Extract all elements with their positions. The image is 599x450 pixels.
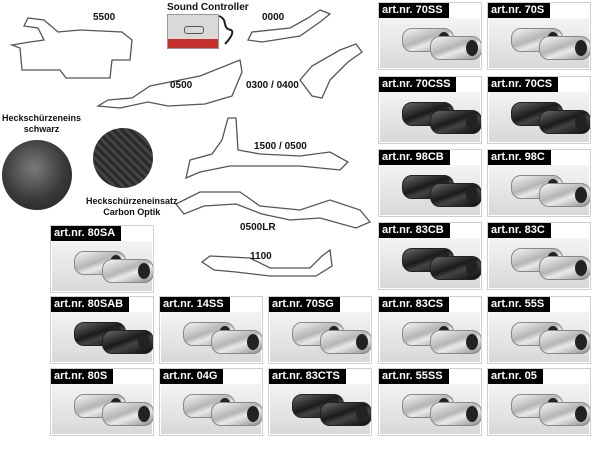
- product-tile[interactable]: art.nr. 80S: [50, 368, 154, 436]
- sound-controller-cable: [218, 15, 234, 45]
- product-tile[interactable]: art.nr. 70SS: [378, 2, 482, 70]
- product-label: art.nr. 70SG: [269, 297, 340, 312]
- product-tile[interactable]: art.nr. 14SS: [159, 296, 263, 364]
- product-photo: [489, 165, 590, 215]
- part-0300-0400-label: 0300 / 0400: [246, 80, 299, 91]
- exhaust-tip-image: [430, 36, 481, 60]
- part-0500lr-label: 0500LR: [240, 222, 276, 233]
- product-photo: [489, 92, 590, 142]
- skirt-black-label: Heckschürzeneins schwarz: [2, 113, 82, 134]
- product-label: art.nr. 80S: [51, 369, 114, 384]
- part-0500lr-drawing: [174, 191, 372, 229]
- product-photo: [380, 384, 481, 434]
- part-0300-0400-drawing: [299, 43, 363, 99]
- product-tile[interactable]: art.nr. 70CSS: [378, 76, 482, 144]
- product-photo: [52, 241, 153, 291]
- exhaust-tip-image: [430, 402, 481, 426]
- product-photo: [161, 312, 262, 362]
- product-label: art.nr. 83CTS: [269, 369, 346, 384]
- product-tile[interactable]: art.nr. 80SAB: [50, 296, 154, 364]
- exhaust-tip-image: [430, 256, 481, 280]
- product-tile[interactable]: art.nr. 70SG: [268, 296, 372, 364]
- sound-controller-title: Sound Controller: [167, 2, 249, 13]
- exhaust-tip-image: [102, 330, 153, 354]
- part-5500-label: 5500: [93, 12, 116, 23]
- part-0500-label: 0500: [170, 80, 193, 91]
- product-label: art.nr. 70CS: [488, 77, 559, 92]
- exhaust-tip-image: [211, 330, 262, 354]
- part-1500-0500-drawing: [185, 117, 350, 180]
- product-label: art.nr. 98CB: [379, 150, 450, 165]
- product-photo: [380, 165, 481, 215]
- sound-controller-image: [167, 14, 219, 49]
- exhaust-tip-image: [320, 330, 371, 354]
- product-tile[interactable]: art.nr. 55SS: [378, 368, 482, 436]
- exhaust-tip-image: [102, 402, 153, 426]
- product-photo: [52, 384, 153, 434]
- product-tile[interactable]: art.nr. 98CB: [378, 149, 482, 217]
- product-label: art.nr. 70CSS: [379, 77, 457, 92]
- exhaust-tip-image: [102, 259, 153, 283]
- product-tile[interactable]: art.nr. 83C: [487, 222, 591, 290]
- product-label: art.nr. 80SAB: [51, 297, 130, 312]
- product-label: art.nr. 98C: [488, 150, 551, 165]
- product-label: art.nr. 70S: [488, 3, 551, 18]
- product-label: art.nr. 14SS: [160, 297, 230, 312]
- part-1100-label: 1100: [250, 251, 272, 262]
- product-label: art.nr. 83CS: [379, 297, 450, 312]
- part-1100-drawing: [200, 248, 333, 277]
- product-label: art.nr. 83C: [488, 223, 551, 238]
- product-label: art.nr. 04G: [160, 369, 224, 384]
- product-tile[interactable]: art.nr. 83CS: [378, 296, 482, 364]
- product-photo: [489, 18, 590, 68]
- exhaust-tip-image: [430, 110, 481, 134]
- product-photo: [270, 384, 371, 434]
- product-label: art.nr. 55SS: [379, 369, 449, 384]
- product-label: art.nr. 05: [488, 369, 543, 384]
- product-tile[interactable]: art.nr. 04G: [159, 368, 263, 436]
- product-photo: [489, 238, 590, 288]
- part-0000-drawing: [247, 9, 332, 43]
- product-photo: [489, 384, 590, 434]
- product-photo: [380, 92, 481, 142]
- skirt-carbon-label: Heckschürzeneinsatz Carbon Optik: [86, 196, 178, 217]
- product-photo: [380, 312, 481, 362]
- part-0000-label: 0000: [262, 12, 285, 23]
- product-label: art.nr. 83CB: [379, 223, 450, 238]
- exhaust-tip-image: [211, 402, 262, 426]
- product-photo: [161, 384, 262, 434]
- exhaust-tip-image: [320, 402, 371, 426]
- product-label: art.nr. 55S: [488, 297, 551, 312]
- product-photo: [380, 238, 481, 288]
- product-tile[interactable]: art.nr. 83CB: [378, 222, 482, 290]
- skirt-black-image: [2, 140, 72, 210]
- product-tile[interactable]: art.nr. 98C: [487, 149, 591, 217]
- part-0500-drawing: [95, 59, 243, 109]
- product-label: art.nr. 70SS: [379, 3, 449, 18]
- exhaust-system-diagram: [9, 9, 372, 277]
- exhaust-tip-image: [539, 330, 590, 354]
- product-tile[interactable]: art.nr. 70S: [487, 2, 591, 70]
- exhaust-tip-image: [539, 36, 590, 60]
- exhaust-tip-image: [430, 183, 481, 207]
- exhaust-tip-image: [539, 183, 590, 207]
- product-photo: [52, 312, 153, 362]
- exhaust-tip-image: [539, 256, 590, 280]
- product-tile[interactable]: art.nr. 80SA: [50, 225, 154, 293]
- exhaust-tip-image: [430, 330, 481, 354]
- part-1500-0500-label: 1500 / 0500: [254, 141, 307, 152]
- skirt-carbon-image: [93, 128, 153, 188]
- product-tile[interactable]: art.nr. 55S: [487, 296, 591, 364]
- product-tile[interactable]: art.nr. 70CS: [487, 76, 591, 144]
- exhaust-tip-image: [539, 110, 590, 134]
- product-photo: [380, 18, 481, 68]
- part-5500-drawing: [9, 17, 133, 79]
- exhaust-tip-image: [539, 402, 590, 426]
- product-photo: [489, 312, 590, 362]
- product-tile[interactable]: art.nr. 83CTS: [268, 368, 372, 436]
- product-photo: [270, 312, 371, 362]
- product-label: art.nr. 80SA: [51, 226, 122, 241]
- product-tile[interactable]: art.nr. 05: [487, 368, 591, 436]
